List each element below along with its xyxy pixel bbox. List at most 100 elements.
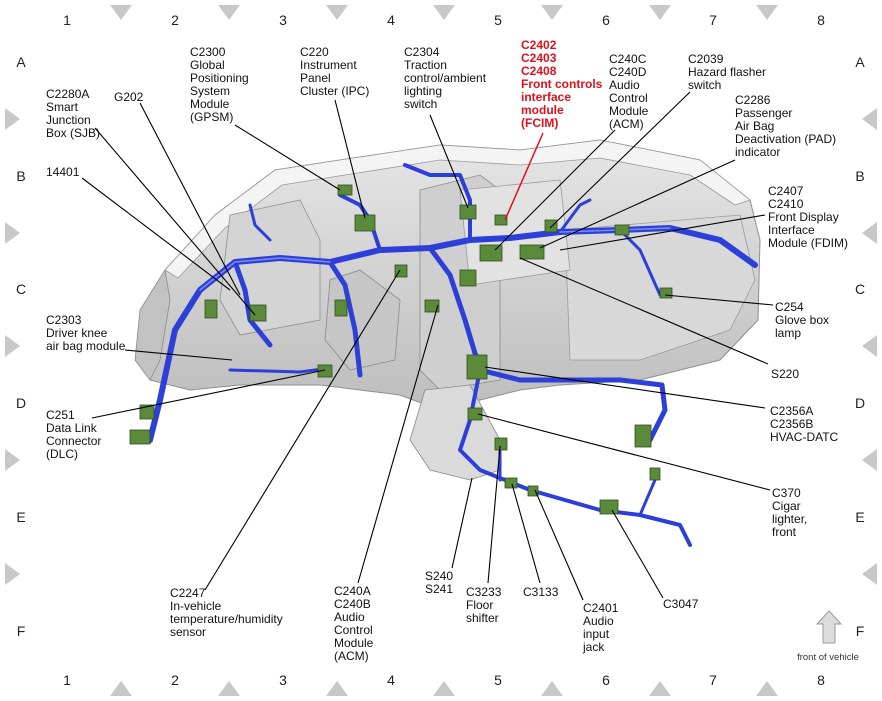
grid-marker-top: [541, 5, 563, 20]
front-of-vehicle-indicator: front of vehicle: [797, 610, 859, 663]
svg-text:C3133: C3133: [523, 585, 559, 599]
grid-marker-left: [5, 563, 20, 585]
grid-column-label-top: 6: [602, 12, 610, 28]
grid-marker-top: [326, 5, 348, 20]
grid-row-label-right: B: [855, 168, 864, 184]
grid-marker-bottom: [218, 681, 240, 696]
grid-marker-left: [5, 335, 20, 357]
callout-c3047: C3047: [663, 597, 699, 611]
grid-column-label-bottom: 2: [171, 672, 179, 688]
grid-marker-left: [5, 449, 20, 471]
grid-row-label-right: C: [855, 281, 865, 297]
grid-marker-left: [5, 222, 20, 244]
grid-marker-right: [862, 108, 877, 130]
grid-column-label-top: 7: [709, 12, 717, 28]
grid-row-label-left: D: [16, 395, 26, 411]
grid-column-label-top: 3: [279, 12, 287, 28]
connectors: [129, 184, 673, 515]
grid-column-label-bottom: 6: [602, 672, 610, 688]
grid-marker-bottom: [433, 681, 455, 696]
grid-marker-right: [862, 222, 877, 244]
grid-column-label-top: 4: [387, 12, 395, 28]
grid-marker-bottom: [326, 681, 348, 696]
grid-column-label-bottom: 3: [279, 672, 287, 688]
callout-c3133: C3133: [523, 585, 559, 599]
svg-text:S220: S220: [771, 367, 799, 381]
leader-lines: [81, 91, 774, 601]
callout-g202: G202: [114, 90, 144, 104]
grid-marker-top: [218, 5, 240, 20]
grid-marker-right: [862, 335, 877, 357]
grid-column-label-bottom: 5: [494, 672, 502, 688]
grid-row-label-right: D: [855, 395, 865, 411]
grid-column-label-top: 2: [171, 12, 179, 28]
grid-row-label-right: A: [855, 54, 865, 70]
grid-marker-top: [433, 5, 455, 20]
grid-row-label-left: A: [16, 54, 26, 70]
grid-column-label-top: 1: [63, 12, 71, 28]
up-arrow-icon: [815, 610, 843, 644]
front-of-vehicle-label: front of vehicle: [797, 652, 859, 663]
grid-column-label-top: 8: [817, 12, 825, 28]
grid-row-label-left: F: [17, 623, 26, 639]
grid-marker-bottom: [649, 681, 671, 696]
grid-marker-bottom: [110, 681, 132, 696]
callout-14401: 14401: [46, 165, 80, 179]
instrument-panel-illustration: [134, 139, 761, 481]
grid-row-label-right: F: [856, 623, 865, 639]
svg-text:C3047: C3047: [663, 597, 699, 611]
grid-column-label-bottom: 4: [387, 672, 395, 688]
grid-marker-top: [649, 5, 671, 20]
grid-column-label-bottom: 1: [63, 672, 71, 688]
grid-row-label-left: B: [16, 168, 25, 184]
grid-row-label-left: C: [16, 281, 26, 297]
grid-column-label-bottom: 8: [817, 672, 825, 688]
grid-column-label-bottom: 7: [709, 672, 717, 688]
grid-row-label-right: E: [855, 509, 864, 525]
svg-text:14401: 14401: [46, 165, 80, 179]
grid-marker-top: [110, 5, 132, 20]
grid-marker-left: [5, 108, 20, 130]
grid-marker-bottom: [541, 681, 563, 696]
grid-marker-right: [862, 449, 877, 471]
grid-marker-bottom: [756, 681, 778, 696]
grid-row-label-left: E: [16, 509, 25, 525]
svg-text:G202: G202: [114, 90, 144, 104]
grid-column-label-top: 5: [494, 12, 502, 28]
